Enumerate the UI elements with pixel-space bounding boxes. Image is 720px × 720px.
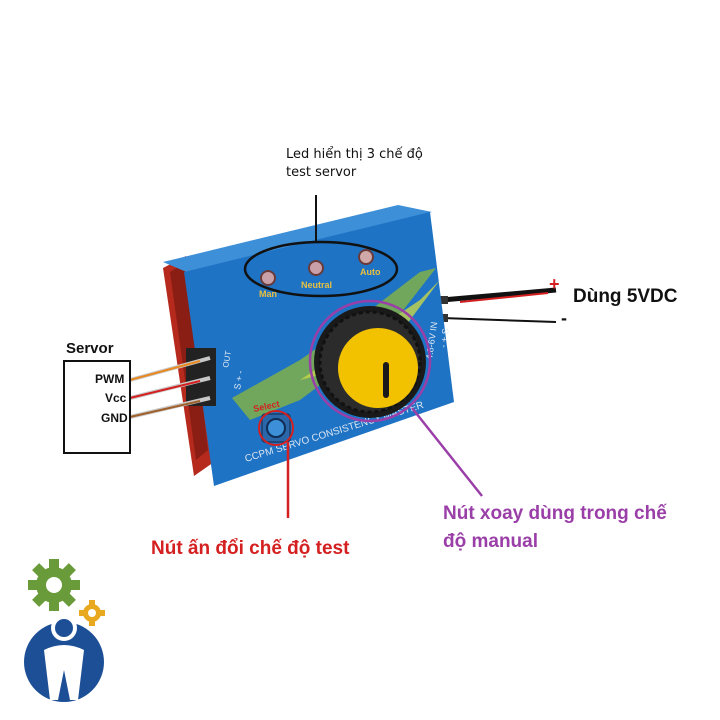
servo-pin-header [129,348,216,419]
pin-label-pwm: PWM [95,372,125,386]
servo-connector-box [63,360,131,454]
select-button[interactable] [261,413,291,443]
power-plus-sign: + [549,274,560,294]
knob-annotation: Nút xoay dùng trong chế độ manual [443,500,667,556]
power-label: Dùng 5VDC [573,286,678,307]
knob-annotation-line2: độ manual [443,531,539,552]
power-wires [438,287,557,323]
mode-leds: Man Neutral Auto [259,249,381,299]
rotary-knob[interactable] [314,306,426,418]
knob-callout-line [411,407,483,497]
gear-person-logo-icon [24,559,105,702]
select-highlight-circle [258,410,294,446]
in-pins-label: - + S [438,328,451,348]
button-annotation: Nút ấn đổi chế độ test [151,538,350,559]
knob-highlight-circle [308,299,432,423]
out-pins-label: S + - [232,370,245,391]
led-annotation: Led hiển thị 3 chế độ test servor [286,146,423,182]
led-label-man: Man [259,289,277,299]
led-label-auto: Auto [360,267,381,277]
knob-annotation-line1: Nút xoay dùng trong chế [443,503,667,524]
power-minus-sign: - [561,308,567,328]
led-annotation-line2: test servor [286,165,357,180]
led-annotation-line1: Led hiển thị 3 chế độ [286,147,423,162]
led-highlight-ellipse [243,240,399,298]
servo-title: Servor [66,340,114,357]
led-label-neutral: Neutral [301,280,332,290]
pin-label-gnd: GND [101,411,128,425]
out-label: OUT [221,350,233,368]
pin-label-vcc: Vcc [105,391,127,405]
